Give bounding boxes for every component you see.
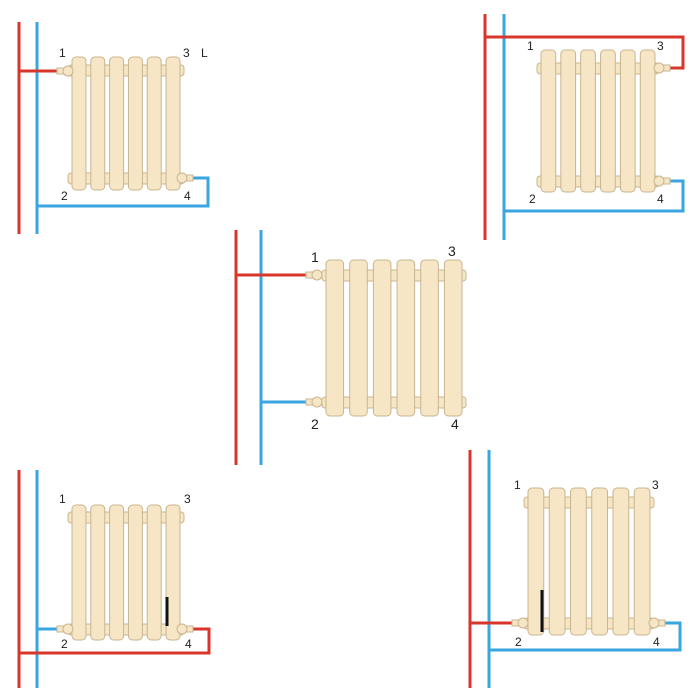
supply-pipe <box>19 627 211 655</box>
radiator-section <box>527 487 545 636</box>
supply-pipe <box>485 35 685 70</box>
valve-head <box>176 172 188 184</box>
radiator-section <box>396 259 416 417</box>
radiator-section <box>165 56 181 191</box>
radiator-section <box>146 504 162 641</box>
port-label-p1: 1 <box>514 478 521 492</box>
valve-icon <box>56 65 74 77</box>
valve-icon <box>653 62 671 74</box>
port-label-p4: 4 <box>184 189 191 203</box>
port-label-p3: 3 <box>448 243 456 259</box>
radiator-section <box>420 259 439 417</box>
radiator <box>536 49 660 193</box>
valve-icon <box>653 175 671 187</box>
port-label-p2: 2 <box>311 416 319 432</box>
port-label-p4: 4 <box>451 416 459 432</box>
radiator-section <box>325 259 345 417</box>
port-label-p2: 2 <box>61 637 68 651</box>
return-pipe <box>37 176 210 208</box>
radiator-section <box>600 49 616 193</box>
return-pipe <box>504 179 685 213</box>
valve-head <box>311 269 323 281</box>
port-label-p1: 1 <box>527 39 534 53</box>
valve-icon <box>56 623 74 635</box>
radiator-section <box>619 49 636 193</box>
valve-head <box>648 617 660 629</box>
radiator-section <box>372 259 392 417</box>
valve-head <box>176 623 188 635</box>
port-label-p2: 2 <box>61 189 68 203</box>
radiator-section <box>71 56 87 191</box>
port-label-p2: 2 <box>515 635 522 649</box>
radiator <box>67 56 185 191</box>
radiator-section <box>540 49 557 193</box>
port-label-p1: 1 <box>59 492 66 506</box>
valve-icon <box>648 617 666 629</box>
radiator-section <box>612 487 630 636</box>
port-label-p4: 4 <box>657 192 664 206</box>
valve-head <box>653 62 665 74</box>
valve-head <box>311 396 323 408</box>
radiator-section <box>109 56 125 191</box>
radiator-section <box>165 504 181 641</box>
valve-head <box>653 175 665 187</box>
valve-head <box>517 617 529 629</box>
port-label-extra: L <box>201 46 208 60</box>
valve-icon <box>176 172 194 184</box>
radiator-section <box>349 259 368 417</box>
radiator-section <box>90 504 106 641</box>
port-label-p2: 2 <box>529 192 536 206</box>
radiator-section <box>71 504 87 641</box>
valve-icon <box>176 623 194 635</box>
radiator-section <box>580 49 596 193</box>
port-label-p4: 4 <box>653 635 660 649</box>
valve-icon <box>305 269 323 281</box>
radiator-section <box>633 487 651 636</box>
port-label-p3: 3 <box>183 46 190 60</box>
radiator-section <box>639 49 656 193</box>
return-pipe <box>489 621 682 652</box>
radiator-section <box>109 504 125 641</box>
diagram-top-left: 1 2 3 4 L <box>17 22 210 234</box>
port-label-p3: 3 <box>184 492 191 506</box>
valve-icon <box>305 396 323 408</box>
radiator-section <box>127 504 143 641</box>
radiator <box>321 259 467 417</box>
diagram-bottom-right: 1 2 3 4 <box>468 450 682 688</box>
port-label-p3: 3 <box>657 39 664 53</box>
port-label-p3: 3 <box>652 478 659 492</box>
radiator <box>523 487 655 636</box>
port-label-p1: 1 <box>59 46 66 60</box>
port-label-p4: 4 <box>185 637 192 651</box>
diagram-center: 1 2 3 4 <box>234 230 467 465</box>
radiator-section <box>90 56 106 191</box>
radiator-section <box>146 56 162 191</box>
valve-head <box>62 623 74 635</box>
valve-head <box>62 65 74 77</box>
radiator-section <box>569 487 587 636</box>
radiator-section <box>443 259 463 417</box>
diagram-bottom-left: 1 2 3 4 <box>17 470 211 688</box>
valve-icon <box>511 617 529 629</box>
port-label-p1: 1 <box>311 249 319 265</box>
radiator-section <box>560 49 577 193</box>
radiator-section <box>548 487 566 636</box>
radiator <box>67 504 185 641</box>
diagram-top-right: 1 2 3 4 <box>483 14 685 240</box>
radiator-section <box>127 56 143 191</box>
radiator-section <box>591 487 609 636</box>
